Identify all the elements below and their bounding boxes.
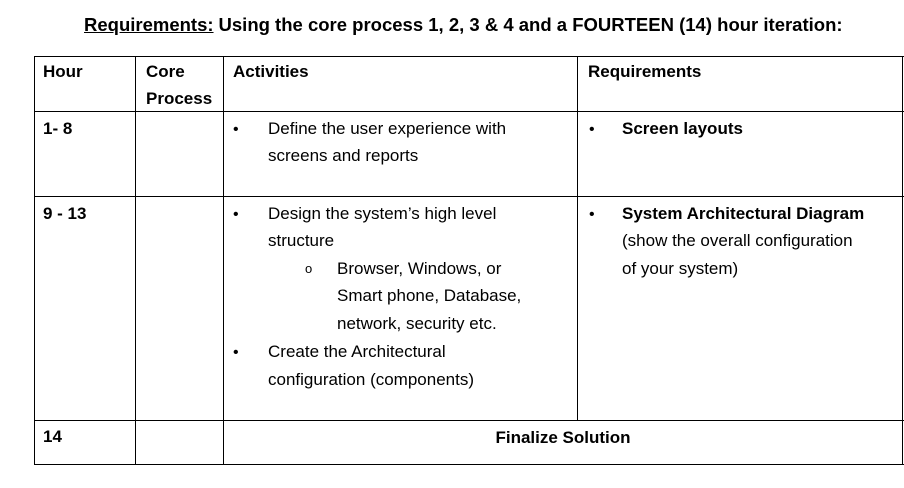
header-activities: Activities [233, 62, 309, 81]
row-divider [34, 420, 904, 421]
activity-subtext: Smart phone, Database, [337, 286, 522, 305]
bullet-icon: • [233, 121, 239, 138]
activity-subtext: Browser, Windows, or [337, 259, 502, 278]
header-core-process: Core [146, 62, 185, 81]
header-hour: Hour [43, 62, 83, 81]
table-border-left [34, 56, 35, 465]
activity-text: Define the user experience with [268, 119, 507, 138]
page-title: Requirements:Using the core process 1, 2… [84, 14, 843, 36]
column-divider [223, 56, 224, 465]
header-requirements: Requirements [588, 62, 702, 81]
activity-text: structure [268, 231, 335, 250]
bullet-icon: • [233, 206, 239, 223]
requirement-text: System Architectural Diagram [622, 204, 865, 223]
table-border-top [34, 56, 904, 57]
column-divider [577, 56, 578, 421]
requirement-text: Screen layouts [622, 119, 743, 138]
activity-text: configuration (components) [268, 370, 475, 389]
row-divider [34, 111, 904, 112]
row-divider [34, 196, 904, 197]
requirement-text: (show the overall configuration [622, 231, 853, 250]
requirement-text: of your system) [622, 259, 739, 278]
row-hour: 1- 8 [43, 119, 73, 138]
header-core-process: Process [146, 89, 213, 108]
bullet-icon: • [589, 121, 595, 138]
bullet-icon: • [589, 206, 595, 223]
row-hour: 9 - 13 [43, 204, 87, 223]
column-divider [135, 56, 136, 465]
activity-text: Create the Architectural [268, 342, 446, 361]
table-border-right [902, 56, 903, 465]
title-rest: Using the core process 1, 2, 3 & 4 and a… [218, 14, 843, 35]
table-border-bottom [34, 464, 904, 465]
row-hour: 14 [43, 427, 62, 446]
activity-text: screens and reports [268, 146, 419, 165]
activity-text: Design the system’s high level [268, 204, 497, 223]
activity-subtext: network, security etc. [337, 314, 497, 333]
merged-cell-text: Finalize Solution [495, 428, 631, 447]
title-underlined: Requirements: [84, 14, 214, 35]
bullet-icon: • [233, 344, 239, 361]
sub-bullet-icon: o [305, 261, 313, 276]
